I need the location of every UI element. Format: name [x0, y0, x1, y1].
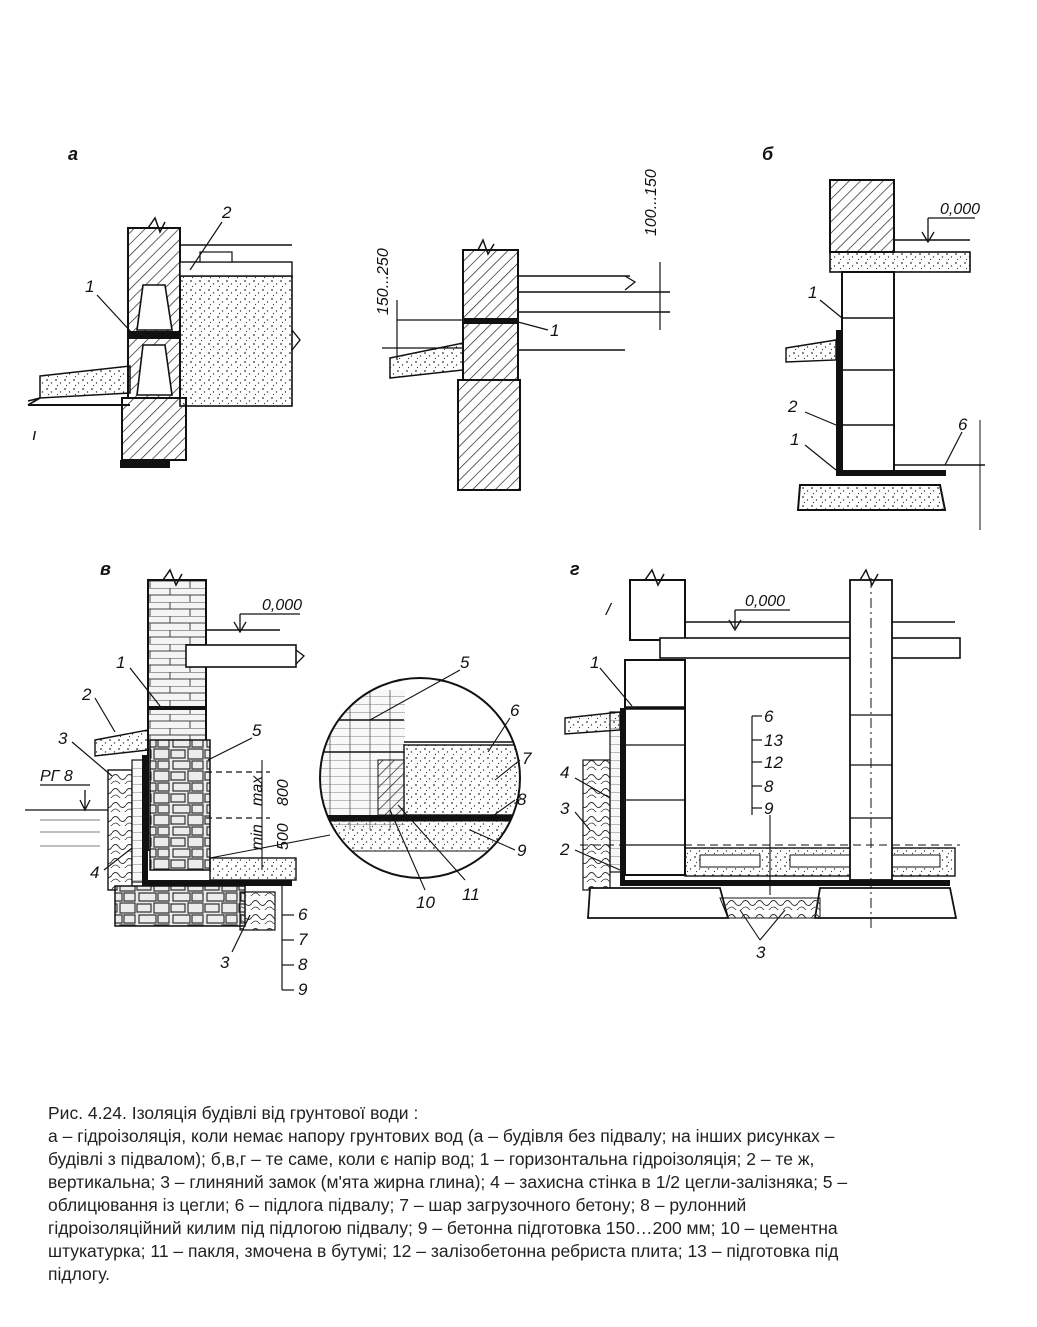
panel-v-legend-8: 8	[298, 955, 308, 974]
panel-v-label-1: 1	[116, 653, 125, 672]
detail-label-10: 10	[416, 893, 435, 912]
panel-v-dim-max: max	[249, 775, 266, 806]
detail-label-9: 9	[517, 841, 527, 860]
panel-g-label-1: 1	[590, 653, 599, 672]
caption-line: будівлі з підвалом); б,в,г – те саме, ко…	[48, 1149, 815, 1169]
panel-a-label-1: 1	[85, 277, 94, 296]
caption-line: штукатурка; 11 – пакля, змочена в бутумі…	[48, 1241, 839, 1261]
detail-label-11: 11	[462, 885, 480, 904]
panel-g-mark: /	[605, 600, 613, 619]
panel-v-rg: РГ 8	[40, 768, 73, 785]
panel-b-label-2: 2	[787, 397, 798, 416]
detail-label-7: 7	[522, 749, 532, 768]
caption-line: гідроізоляційний килим під підлогою підв…	[48, 1218, 838, 1238]
panel-b-level: 0,000	[940, 201, 980, 218]
panel-a-mark: ı	[32, 425, 37, 444]
panel-b-label-6: 6	[958, 415, 968, 434]
panel-g: г 0,000 / 1	[559, 559, 961, 962]
panel-v-label-5: 5	[252, 721, 262, 740]
isolation-diagram: а 1 2 ı	[25, 144, 985, 999]
panel-b-letter: б	[762, 144, 774, 164]
panel-g-label-3b: 3	[756, 943, 766, 962]
panel-g-level: 0,000	[745, 593, 785, 610]
panel-g-legend-6: 6	[764, 707, 774, 726]
panel-a-label-1b: 1	[550, 321, 559, 340]
panel-a-letter: а	[68, 144, 78, 164]
panel-v-label-4: 4	[90, 863, 99, 882]
panel-g-legend-12: 12	[764, 753, 783, 772]
detail-label-6: 6	[510, 701, 520, 720]
panel-g-label-2: 2	[559, 840, 570, 859]
caption-line: вертикальна; 3 – глиняний замок (м'ята ж…	[48, 1172, 848, 1192]
panel-g-label-4: 4	[560, 763, 569, 782]
panel-v-legend-6: 6	[298, 905, 308, 924]
detail-label-5: 5	[460, 653, 470, 672]
panel-g-legend-9: 9	[764, 799, 774, 818]
panel-v-legend-9: 9	[298, 980, 308, 999]
caption-line: облицювання із цегли; 6 – підлога підвал…	[48, 1195, 747, 1215]
panel-v-label-2: 2	[81, 685, 92, 704]
detail-circle: 5 6 7 8 9 10 11	[319, 653, 532, 912]
caption-title: Рис. 4.24. Ізоляція будівлі від грунтово…	[48, 1103, 419, 1123]
panel-v-level: 0,000	[262, 597, 302, 614]
panel-a: а 1 2 ı	[27, 144, 670, 491]
panel-a-label-2: 2	[221, 203, 232, 222]
panel-b: б 0,000 1 2 1 6	[762, 144, 985, 530]
panel-a-dim-2: 100...150	[643, 169, 660, 236]
detail-label-8: 8	[517, 790, 527, 809]
figure-caption: Рис. 4.24. Ізоляція будівлі від грунтово…	[48, 1102, 1008, 1286]
panel-v-label-3: 3	[58, 729, 68, 748]
panel-v-legend-7: 7	[298, 930, 308, 949]
panel-v-letter: в	[100, 559, 111, 579]
panel-a-dim-1: 150...250	[375, 248, 392, 315]
panel-b-label-1: 1	[808, 283, 817, 302]
panel-v-dim-500: 500	[275, 823, 292, 850]
panel-v-label-3b: 3	[220, 953, 230, 972]
panel-g-legend-8: 8	[764, 777, 774, 796]
panel-b-label-1b: 1	[790, 430, 799, 449]
panel-v-dim-800: 800	[275, 779, 292, 806]
panel-g-letter: г	[570, 559, 580, 579]
panel-g-legend-13: 13	[764, 731, 783, 750]
panel-g-label-3: 3	[560, 799, 570, 818]
caption-line: підлогу.	[48, 1264, 110, 1284]
panel-v-dim-min: min	[249, 824, 266, 850]
caption-line: а – гідроізоляція, коли немає напору гру…	[48, 1126, 835, 1146]
panel-v: в РГ 8 0,000 max 800 min 5	[25, 559, 331, 999]
